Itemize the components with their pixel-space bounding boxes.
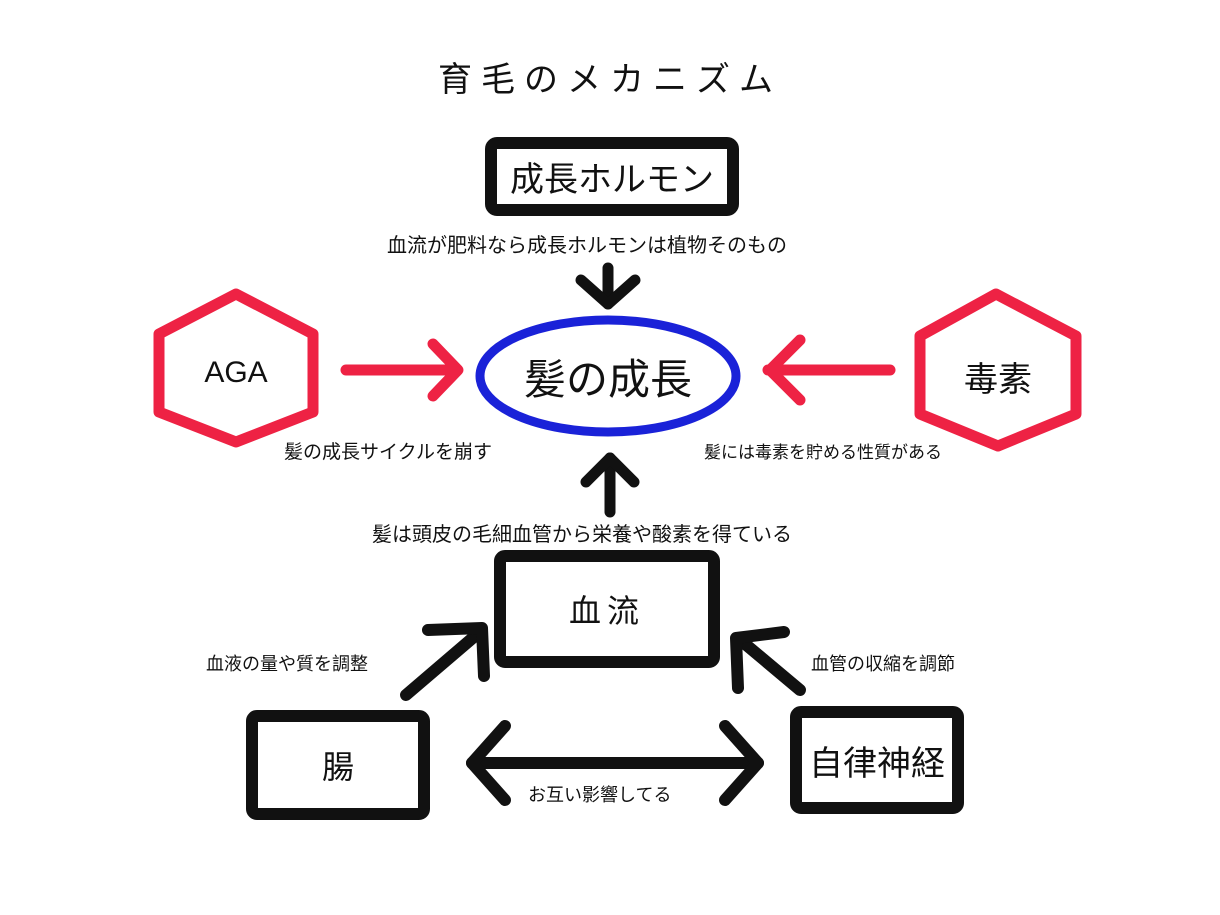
edge-label-toxins: 髪には毒素を貯める性質がある [704, 443, 942, 463]
arrow-hormone-to-hair [575, 262, 641, 310]
edge-label-autonomic: 血管の収縮を調節 [811, 654, 955, 675]
edge-label-mutual: お互い影響してる [528, 785, 672, 806]
autonomic-nerve-box [790, 706, 964, 814]
arrow-toxins-to-hair [762, 334, 896, 406]
diagram-title: 育毛のメカニズム [438, 60, 782, 100]
aga-label: AGA [204, 356, 268, 389]
blood-flow-label: 血流 [568, 592, 645, 630]
hair-growth-label: 髪の成長 [523, 354, 692, 404]
arrow-intestine-to-blood [400, 622, 490, 701]
edge-label-blood: 髪は頭皮の毛細血管から栄養や酸素を得ている [372, 522, 792, 546]
intestine-label: 腸 [321, 748, 354, 786]
blood-flow-box [494, 550, 720, 668]
edge-label-hormone: 血流が肥料なら成長ホルモンは植物そのもの [387, 233, 787, 257]
intestine-box [246, 710, 430, 820]
aga-hexagon [153, 288, 319, 448]
toxins-hexagon [914, 288, 1082, 452]
growth-hormone-box [485, 137, 739, 216]
arrow-blood-to-hair [580, 452, 640, 518]
arrow-autonomic-to-blood [730, 626, 806, 696]
growth-hormone-label: 成長ホルモン [510, 160, 714, 200]
hair-growth-ellipse [475, 315, 741, 437]
edge-label-intestine: 血液の量や質を調整 [206, 654, 368, 675]
autonomic-nerve-label: 自律神経 [809, 743, 945, 784]
edge-label-aga: 髪の成長サイクルを崩す [284, 441, 493, 463]
arrow-aga-to-hair [340, 338, 464, 402]
toxins-label: 毒素 [964, 359, 1032, 400]
arrow-intestine-autonomic-bidirectional [466, 720, 764, 806]
